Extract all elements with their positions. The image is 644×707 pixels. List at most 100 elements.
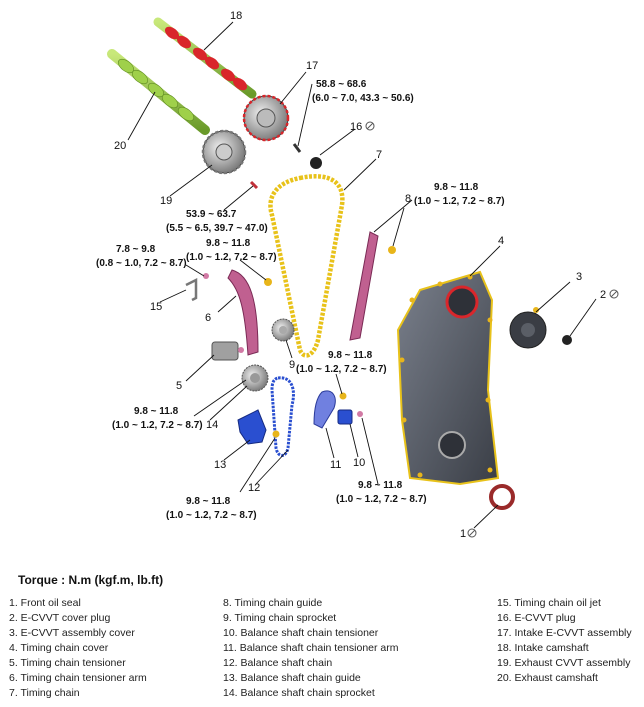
- bolt-19: [249, 180, 259, 190]
- non-reusable-icon-2-slash: [610, 290, 618, 298]
- callout-19: 19: [160, 195, 172, 207]
- balance-shaft-chain-tensioner-arm: [313, 390, 336, 429]
- legend-item: 6. Timing chain tensioner arm: [9, 672, 147, 684]
- ecvvt-cover-plug: [562, 335, 572, 345]
- torque-19-imperial: (5.5 ~ 6.5, 39.7 ~ 47.0): [166, 223, 268, 234]
- legend-column-2: 8. Timing chain guide 9. Timing chain sp…: [223, 596, 399, 701]
- exhaust-cvvt-assembly: [201, 129, 247, 175]
- non-reusable-icon-1-slash: [468, 529, 476, 537]
- torque-10-nm: 9.8 ~ 11.8: [358, 480, 403, 491]
- torque-8-nm: 9.8 ~ 11.8: [434, 182, 479, 193]
- callout-12: 12: [248, 482, 260, 494]
- legend-item: 8. Timing chain guide: [223, 597, 323, 609]
- timing-chain-sprocket: [271, 318, 295, 342]
- intake-ecvvt-assembly: [242, 94, 290, 142]
- legend-item: 15. Timing chain oil jet: [497, 597, 601, 609]
- legend-item: 17. Intake E-CVVT assembly: [497, 627, 632, 639]
- legend-column-3: 15. Timing chain oil jet 16. E-CVVT plug…: [497, 596, 632, 686]
- legend-item: 16. E-CVVT plug: [497, 612, 576, 624]
- balance-shaft-chain: [270, 376, 295, 457]
- callout-17: 17: [306, 60, 318, 72]
- callout-16: 16: [350, 121, 362, 133]
- callout-1: 1: [460, 528, 466, 540]
- non-reusable-icon-1: [467, 528, 477, 538]
- timing-chain-tensioner-arm: [227, 269, 259, 356]
- callout-20: 20: [114, 140, 126, 152]
- timing-chain-guide: [349, 231, 379, 341]
- cover-seal-bore: [438, 431, 466, 459]
- callout-9: 9: [289, 359, 295, 371]
- torque-12-nm: 9.8 ~ 11.8: [186, 496, 231, 507]
- callout-4: 4: [498, 235, 504, 247]
- ecvvt-plug: [310, 157, 322, 169]
- callout-2: 2: [600, 289, 606, 301]
- callout-13: 13: [214, 459, 226, 471]
- callout-10: 10: [353, 457, 365, 469]
- callout-11: 11: [330, 459, 341, 471]
- non-reusable-icon-16-slash: [366, 122, 374, 130]
- legend-item: 2. E-CVVT cover plug: [9, 612, 111, 624]
- torque-11-nm: 9.8 ~ 11.8: [328, 350, 373, 361]
- torque-14-imperial: (1.0 ~ 1.2, 7.2 ~ 8.7): [112, 420, 203, 431]
- bolt-11: [339, 392, 347, 400]
- timing-chain-cover: [396, 270, 500, 486]
- torque-6-imperial: (1.0 ~ 1.2, 7.2 ~ 8.7): [186, 252, 277, 263]
- torque-12-imperial: (1.0 ~ 1.2, 7.2 ~ 8.7): [166, 510, 257, 521]
- legend-item: 11. Balance shaft chain tensioner arm: [223, 642, 399, 654]
- legend-item: 3. E-CVVT assembly cover: [9, 627, 135, 639]
- timing-chain-tensioner: [211, 341, 244, 361]
- exploded-timing-diagram: 18 20 17 16 7 19 8 4 3 2 15 6 9 5 14 13 …: [96, 10, 619, 540]
- callout-18: 18: [230, 10, 242, 22]
- balance-shaft-chain-guide: [237, 409, 267, 445]
- legend-item: 5. Timing chain tensioner: [9, 657, 126, 669]
- torque-14-nm: 9.8 ~ 11.8: [134, 406, 179, 417]
- bolt-17: [292, 143, 302, 153]
- callout-14: 14: [206, 419, 218, 431]
- torque-15-nm: 7.8 ~ 9.8: [116, 244, 156, 255]
- balance-shaft-chain-tensioner: [337, 409, 363, 425]
- callout-numbers: 18 20 17 16 7 19 8 4 3 2 15 6 9 5 14 13 …: [114, 10, 619, 540]
- non-reusable-icon-16: [365, 121, 375, 131]
- legend-item: 13. Balance shaft chain guide: [223, 672, 361, 684]
- legend-item: 1. Front oil seal: [9, 597, 81, 609]
- legend-item: 18. Intake camshaft: [497, 642, 589, 654]
- legend-item: 20. Exhaust camshaft: [497, 672, 598, 684]
- callout-15: 15: [150, 301, 162, 313]
- torque-6-nm: 9.8 ~ 11.8: [206, 238, 251, 249]
- legend-item: 7. Timing chain: [9, 687, 80, 699]
- torque-17-imperial: (6.0 ~ 7.0, 43.3 ~ 50.6): [312, 93, 414, 104]
- balance-shaft-chain-sprocket: [241, 364, 269, 392]
- cover-bolts: [399, 274, 493, 478]
- torque-11-imperial: (1.0 ~ 1.2, 7.2 ~ 8.7): [296, 364, 387, 375]
- front-oil-seal: [489, 484, 515, 510]
- torque-8-imperial: (1.0 ~ 1.2, 7.2 ~ 8.7): [414, 196, 505, 207]
- ecvvt-assembly-cover: [509, 307, 547, 349]
- timing-chain-oil-jet: [185, 273, 209, 302]
- torque-19-nm: 53.9 ~ 63.7: [186, 209, 237, 220]
- torque-17-nm: 58.8 ~ 68.6: [316, 79, 367, 90]
- legend-item: 4. Timing chain cover: [9, 642, 109, 654]
- legend-item: 12. Balance shaft chain: [223, 657, 333, 669]
- torque-10-imperial: (1.0 ~ 1.2, 7.2 ~ 8.7): [336, 494, 427, 505]
- intake-camshaft: [153, 17, 257, 99]
- legend-item: 19. Exhaust CVVT assembly: [497, 657, 631, 669]
- callout-3: 3: [576, 271, 582, 283]
- callout-5: 5: [176, 380, 182, 392]
- non-reusable-icon-2: [609, 289, 619, 299]
- torque-unit-title: Torque : N.m (kgf.m, lb.ft): [18, 573, 164, 587]
- callout-6: 6: [205, 312, 211, 324]
- callout-8: 8: [405, 193, 411, 205]
- cover-opening: [445, 285, 479, 319]
- bolt-12: [272, 430, 280, 438]
- legend-column-1: 1. Front oil seal 2. E-CVVT cover plug 3…: [9, 596, 147, 701]
- legend-item: 14. Balance shaft chain sprocket: [223, 687, 375, 699]
- exhaust-camshaft: [107, 49, 210, 135]
- legend-item: 10. Balance shaft chain tensioner: [223, 627, 379, 639]
- leader-lines: [127, 21, 597, 529]
- callout-7: 7: [376, 149, 382, 161]
- torque-15-imperial: (0.8 ~ 1.0, 7.2 ~ 8.7): [96, 258, 187, 269]
- bolt-8: [388, 246, 396, 254]
- torque-specs: 58.8 ~ 68.6 (6.0 ~ 7.0, 43.3 ~ 50.6) 53.…: [96, 79, 505, 521]
- legend-item: 9. Timing chain sprocket: [223, 612, 337, 624]
- timing-chain: [268, 174, 345, 358]
